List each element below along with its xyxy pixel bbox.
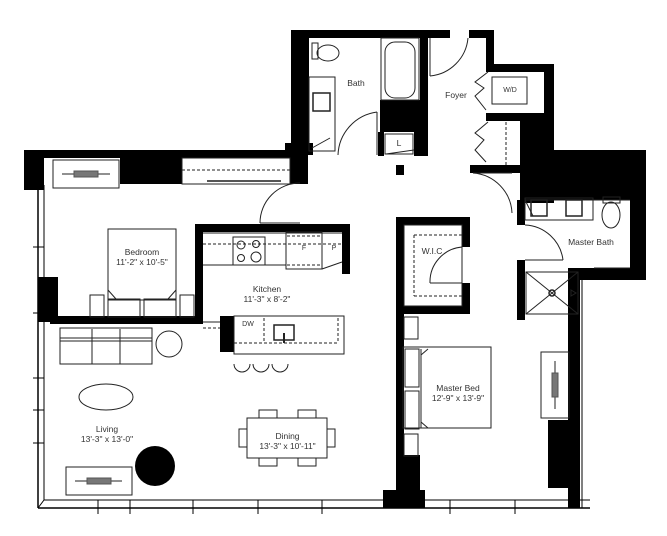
sofa bbox=[59, 327, 153, 365]
coffee-table bbox=[78, 383, 134, 411]
fixture-label-fridge: F bbox=[301, 245, 307, 252]
bathtub bbox=[384, 41, 416, 99]
window-walls bbox=[33, 185, 590, 514]
fixture-label-linen: L bbox=[396, 138, 402, 148]
master-toilet bbox=[601, 201, 621, 229]
bath-toilet-tank bbox=[311, 42, 319, 60]
fridge bbox=[285, 231, 323, 270]
bath-toilet-bowl bbox=[316, 44, 340, 62]
bedroom-bed bbox=[107, 228, 177, 301]
room-label-master-bath: Master Bath bbox=[568, 237, 614, 247]
fixtures bbox=[52, 37, 630, 496]
master-bed bbox=[402, 346, 492, 429]
walls bbox=[24, 30, 646, 508]
fixture-label-pantry: P bbox=[331, 245, 337, 252]
kitchen-island bbox=[233, 315, 345, 355]
stove bbox=[232, 236, 266, 266]
bath-sink bbox=[312, 92, 331, 112]
side-table bbox=[155, 330, 183, 358]
master-bath-sink-2 bbox=[565, 199, 583, 217]
room-label-foyer: Foyer bbox=[445, 90, 467, 100]
room-label-bath: Bath bbox=[347, 78, 365, 88]
fixture-label-washer-dryer: W/D bbox=[503, 87, 517, 94]
washer-dryer bbox=[491, 76, 528, 105]
room-label-wic: W.I.C bbox=[421, 246, 443, 256]
fixture-label-dishwasher: DW bbox=[242, 321, 254, 328]
round-accent-table bbox=[135, 446, 175, 486]
